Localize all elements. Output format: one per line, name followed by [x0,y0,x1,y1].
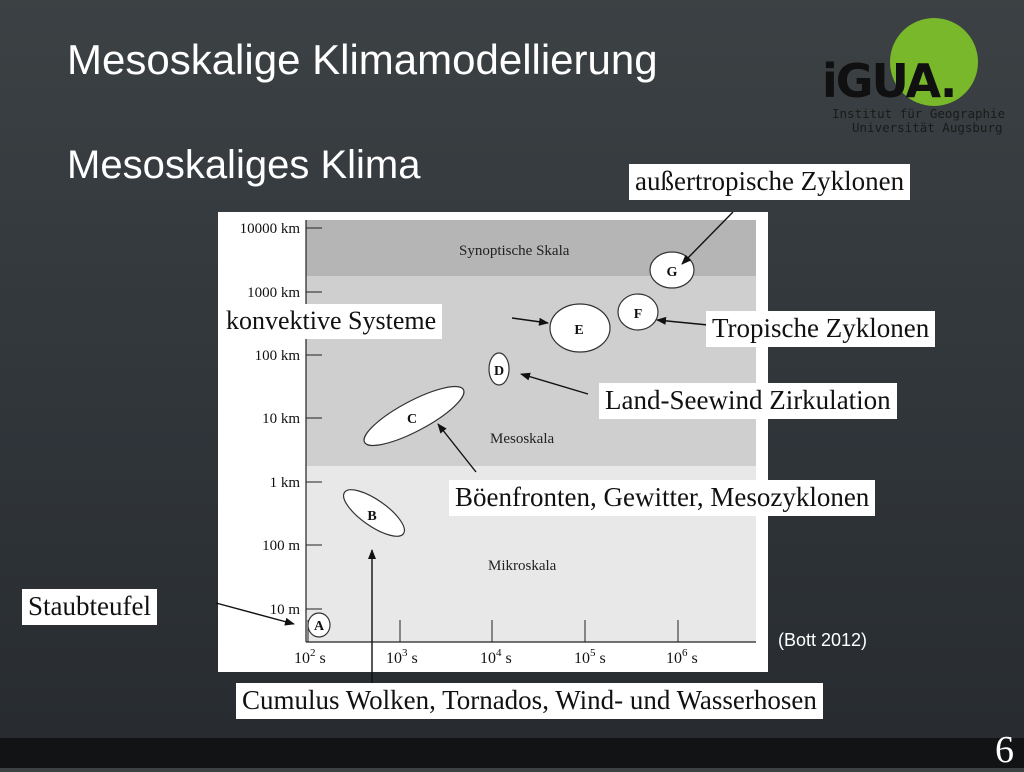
source-citation: (Bott 2012) [778,630,868,650]
logo-university-line: Universität Augsburg [852,120,1003,135]
region-label-meso: Mesoskala [490,431,554,447]
phenomenon-e [549,303,611,353]
scale-diagram: 10000 km 1000 km 100 km 10 km 1 km 100 m… [218,212,768,672]
region-label-synoptic: Synoptische Skala [459,243,570,259]
scale-diagram-svg: 10000 km 1000 km 100 km 10 km 1 km 100 m… [240,220,756,667]
phenomenon-label-c: C [407,412,417,427]
phenomenon-c [363,385,465,447]
phenomenon-a [307,612,331,638]
phenomenon-label-g: G [667,265,678,280]
logo-green-circle [890,18,978,106]
phenomenon-d [488,352,510,386]
phenomenon-label-b: B [367,509,376,524]
y-tick-label: 10000 km [240,221,301,237]
callout-tropische: Tropische Zyklonen [706,311,936,347]
region-label-micro: Mikroskala [488,558,557,574]
phenomenon-label-e: E [574,323,583,338]
y-tick-label: 1000 km [247,285,300,301]
callout-landsee: Land-Seewind Zirkulation [599,383,897,419]
callout-staub: Staubteufel [22,589,157,625]
slide-title: Mesoskalige Klimamodellierung [67,36,658,83]
logo-institute-line: Institut für Geographie [832,106,1006,121]
callout-konvektive: konvektive Systeme [220,304,443,339]
callout-boeen: Böenfronten, Gewitter, Mesozyklonen [449,480,876,516]
footer-bar [0,738,1024,768]
phenomenon-label-d: D [494,364,504,379]
phenomenon-b [342,489,406,537]
callout-ausser: außertropische Zyklonen [629,164,911,200]
page-number: 6 [995,729,1014,771]
phenomenon-f [617,293,659,331]
phenomenon-label-a: A [314,619,325,634]
callout-cumulus: Cumulus Wolken, Tornados, Wind- und Wass… [236,683,823,719]
phenomenon-label-f: F [634,307,643,322]
y-tick-label: 10 km [262,411,300,427]
y-tick-label: 100 m [262,538,300,554]
igua-logo: iGUA. Institut für Geographie Universitä… [818,14,1018,136]
y-tick-label: 10 m [270,602,301,618]
logo-wordmark: iGUA. [822,54,957,108]
y-tick-label: 1 km [270,475,301,491]
slide-subtitle: Mesoskaliges Klima [67,143,421,187]
y-tick-label: 100 km [255,348,301,364]
